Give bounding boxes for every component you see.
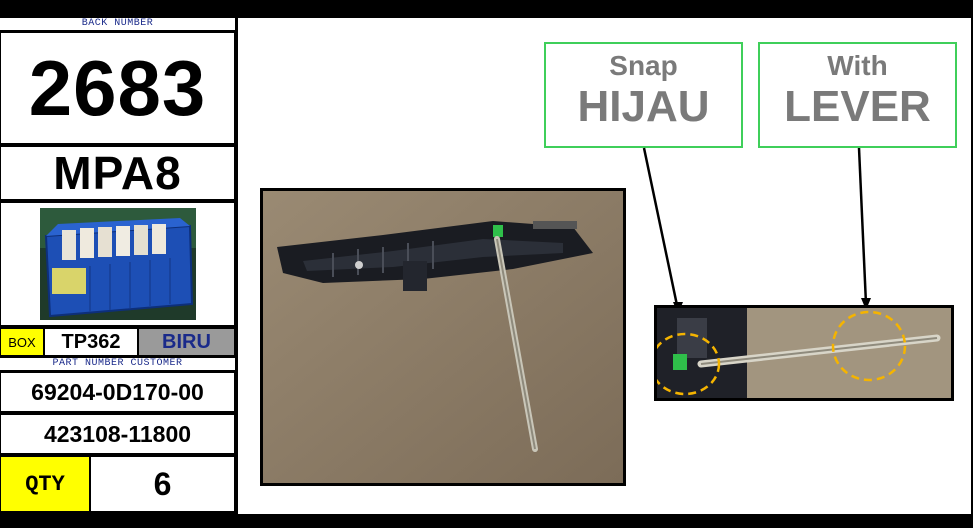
- part-photo: [260, 188, 626, 486]
- back-number-caption: BACK NUMBER: [0, 18, 235, 30]
- qty-value: 6: [90, 456, 235, 512]
- door-handle-photo: [263, 191, 623, 483]
- model-code: MPA8: [0, 146, 235, 200]
- snap-tag-top: Snap: [609, 50, 678, 81]
- box-color: BIRU: [138, 328, 235, 356]
- part-number-2: 423108-11800: [0, 414, 235, 454]
- qty-label: QTY: [0, 456, 90, 512]
- snap-callout-circle: [657, 332, 721, 396]
- detail-photo: [654, 305, 954, 401]
- lever-tag-big: LEVER: [784, 82, 931, 131]
- snap-tag: Snap HIJAU: [544, 42, 743, 148]
- back-number: 2683: [0, 32, 235, 144]
- lever-tag-top: With: [827, 50, 888, 81]
- box-info-row: BOX TP362 BIRU: [0, 328, 235, 356]
- main-area: Snap HIJAU With LEVER: [238, 18, 971, 514]
- box-code: TP362: [44, 328, 138, 356]
- part-number-caption: PART NUMBER CUSTOMER: [0, 358, 235, 370]
- lever-callout-circle: [831, 310, 907, 382]
- snap-tag-big: HIJAU: [577, 82, 710, 131]
- blue-box-photo: [39, 208, 196, 320]
- lever-tag: With LEVER: [758, 42, 957, 148]
- box-label: BOX: [0, 328, 44, 356]
- box-image: [0, 202, 235, 326]
- lever-closeup-photo: [657, 308, 951, 398]
- part-number-1: 69204-0D170-00: [0, 372, 235, 412]
- qty-row: QTY 6: [0, 456, 235, 512]
- info-panel: BACK NUMBER 2683 MPA8: [0, 18, 236, 514]
